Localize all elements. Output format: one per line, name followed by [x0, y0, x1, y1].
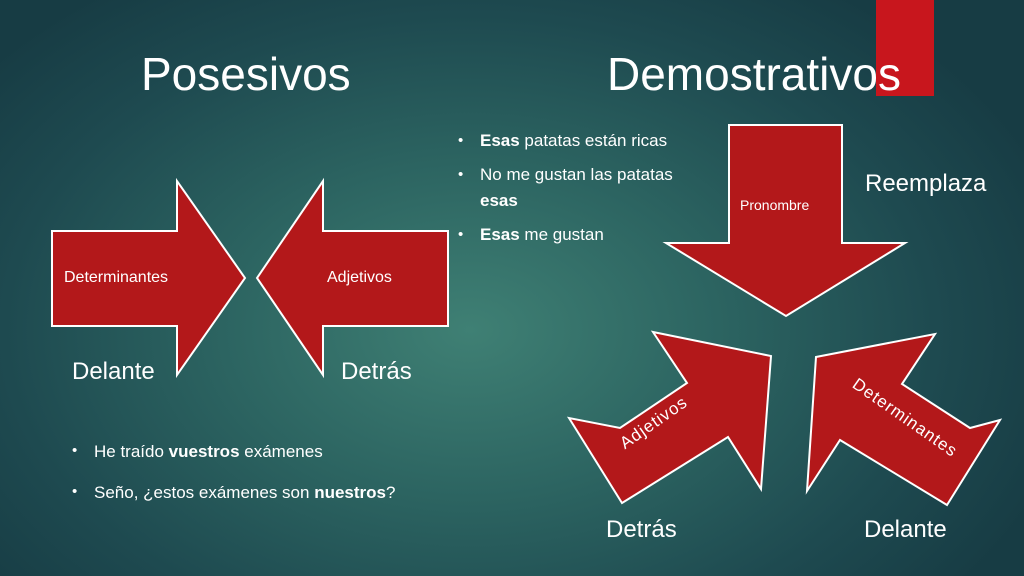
posesivos-title: Posesivos: [141, 48, 351, 100]
accent-bar: [876, 0, 934, 96]
detras-label-right: Detrás: [606, 516, 677, 543]
determinantes-up-arrow: [805, 332, 1003, 507]
posesivos-example-1: He traído vuestros exámenes: [70, 442, 395, 462]
detras-label: Detrás: [341, 358, 412, 385]
demostrativos-example-3: Esas me gustan: [456, 222, 673, 248]
adjetivos-up-arrow: [566, 330, 773, 505]
demostrativos-examples: Esas patatas están ricas No me gustan la…: [456, 128, 673, 248]
posesivos-examples: He traído vuestros exámenes Seño, ¿estos…: [70, 442, 395, 503]
adjetivos-arrow: [255, 177, 449, 379]
reemplaza-label: Reemplaza: [865, 170, 987, 197]
adjetivos-arrow-label: Adjetivos: [327, 269, 392, 286]
demostrativos-title: Demostrativos: [607, 48, 901, 100]
posesivos-example-2: Seño, ¿estos exámenes son nuestros?: [70, 483, 395, 503]
delante-label: Delante: [72, 358, 155, 385]
demostrativos-example-1: Esas patatas están ricas: [456, 128, 673, 154]
pronombre-arrow-label: Pronombre: [740, 197, 810, 213]
delante-label-right: Delante: [864, 516, 947, 543]
pronombre-arrow: [662, 124, 909, 318]
determinantes-arrow: [51, 177, 247, 379]
determinantes-arrow-label: Determinantes: [64, 269, 169, 286]
